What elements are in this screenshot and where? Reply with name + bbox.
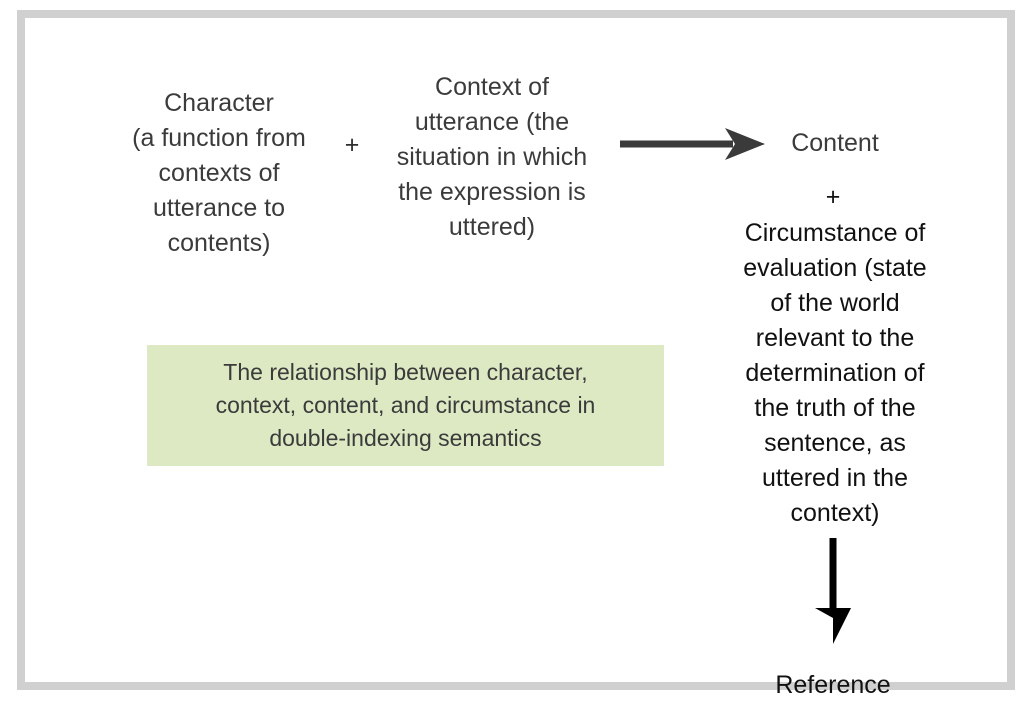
plus-operator-one: + (344, 131, 360, 159)
caption-box: The relationship between character, cont… (147, 345, 664, 466)
arrow-right-head (725, 128, 765, 160)
arrow-right-icon (620, 128, 765, 160)
arrow-down-icon (815, 538, 851, 644)
node-content: Content (791, 129, 879, 157)
node-circumstance-of-evaluation: Circumstance of evaluation (state of the… (743, 219, 927, 527)
figure-frame: Character (a function from contexts of u… (17, 10, 1015, 699)
node-character: Character (a function from contexts of u… (132, 89, 306, 257)
plus-operator-two: + (825, 183, 841, 211)
node-reference: Reference (775, 671, 891, 699)
caption-text: The relationship between character, cont… (215, 359, 596, 451)
node-context-of-utterance: Context of utterance (the situation in w… (396, 73, 588, 241)
arrow-down-head (815, 608, 851, 644)
